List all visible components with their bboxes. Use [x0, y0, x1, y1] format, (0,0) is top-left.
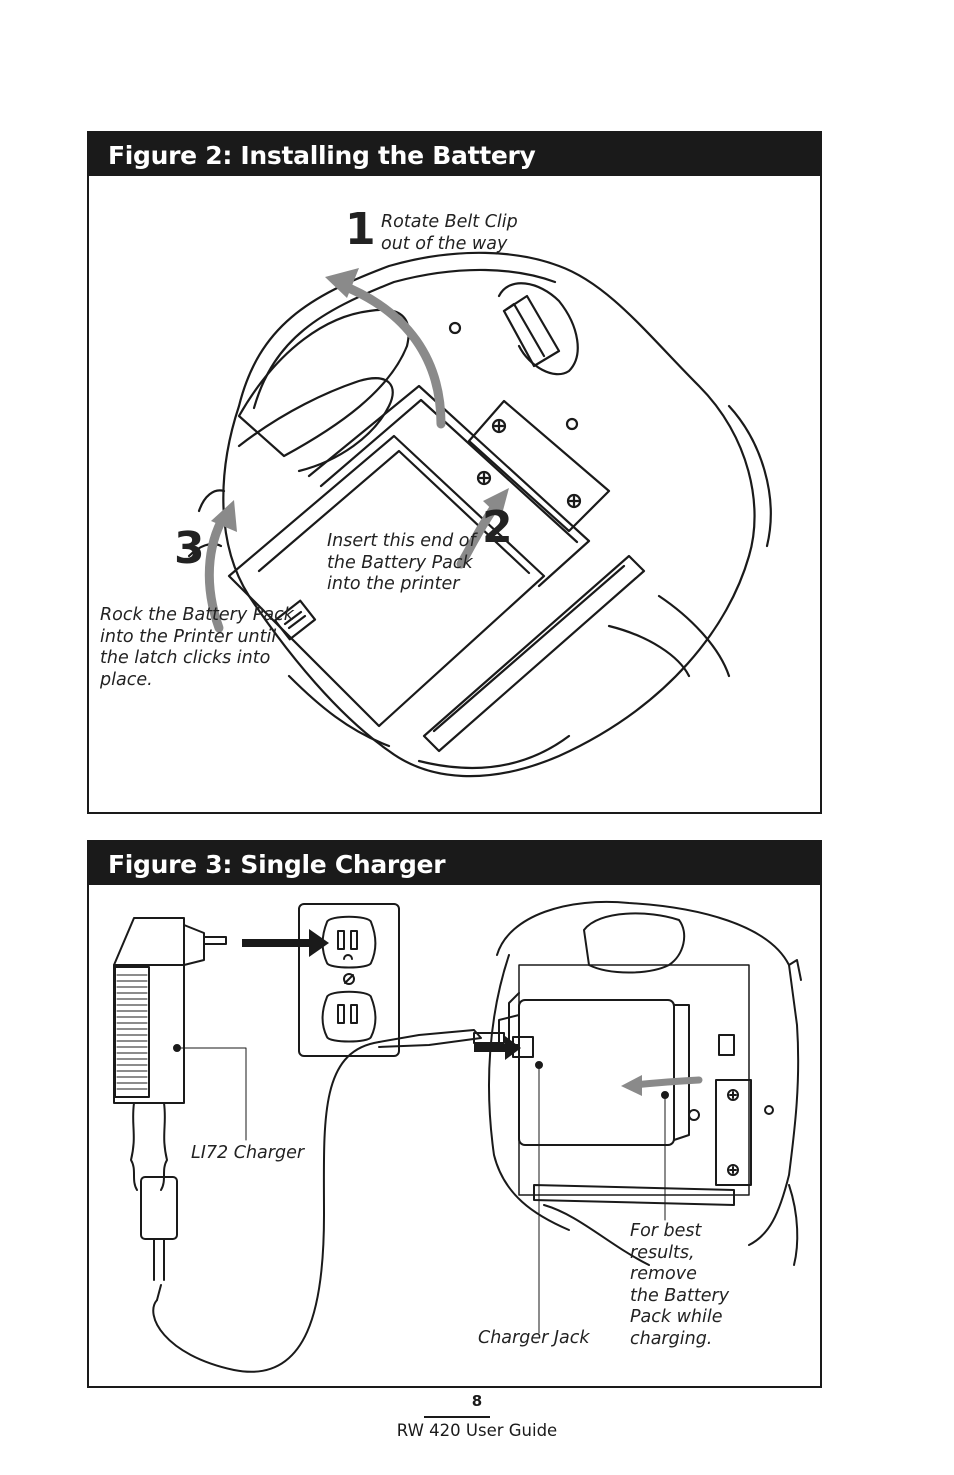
charger-illustration: LI72 Charger Charger Jack For best resul… — [89, 885, 820, 1386]
battery-installation-illustration: 1 Rotate Belt Clip out of the way 2 Inse… — [89, 176, 820, 812]
figure-installing-battery: Figure 2: Installing the Battery — [87, 131, 822, 814]
charging-note: For best results, remove the Battery Pac… — [630, 1221, 730, 1349]
figure-single-charger: Figure 3: Single Charger — [87, 840, 822, 1388]
step-1-number: 1 — [345, 204, 376, 255]
charger-drawing — [113, 900, 802, 1373]
step-1-caption: Rotate Belt Clip out of the way — [381, 212, 518, 254]
step-3-caption: Rock the Battery Pack into the Printer u… — [100, 605, 294, 690]
battery-rock-arrow-icon — [204, 500, 237, 633]
guide-title: RW 420 User Guide — [396, 1421, 558, 1440]
page-number: 8 — [471, 1392, 483, 1410]
charger-label: LI72 Charger — [191, 1143, 305, 1163]
step-2-caption: Insert this end of the Battery Pack into… — [327, 531, 476, 594]
printer-drawing — [187, 251, 772, 778]
step-3-number: 3 — [174, 523, 205, 574]
charger-jack-label: Charger Jack — [478, 1328, 590, 1348]
figure-title: Figure 2: Installing the Battery — [89, 133, 820, 176]
jack-insert-arrow-icon — [474, 1036, 521, 1060]
belt-clip-rotate-arrow-icon — [325, 268, 446, 429]
footer-divider — [424, 1416, 490, 1418]
plug-insert-arrow-icon — [242, 929, 329, 957]
remove-battery-arrow-icon — [621, 1075, 703, 1096]
figure-title: Figure 3: Single Charger — [89, 842, 820, 885]
battery-insert-arrow-icon — [456, 488, 509, 569]
step-2-number: 2 — [482, 502, 513, 553]
